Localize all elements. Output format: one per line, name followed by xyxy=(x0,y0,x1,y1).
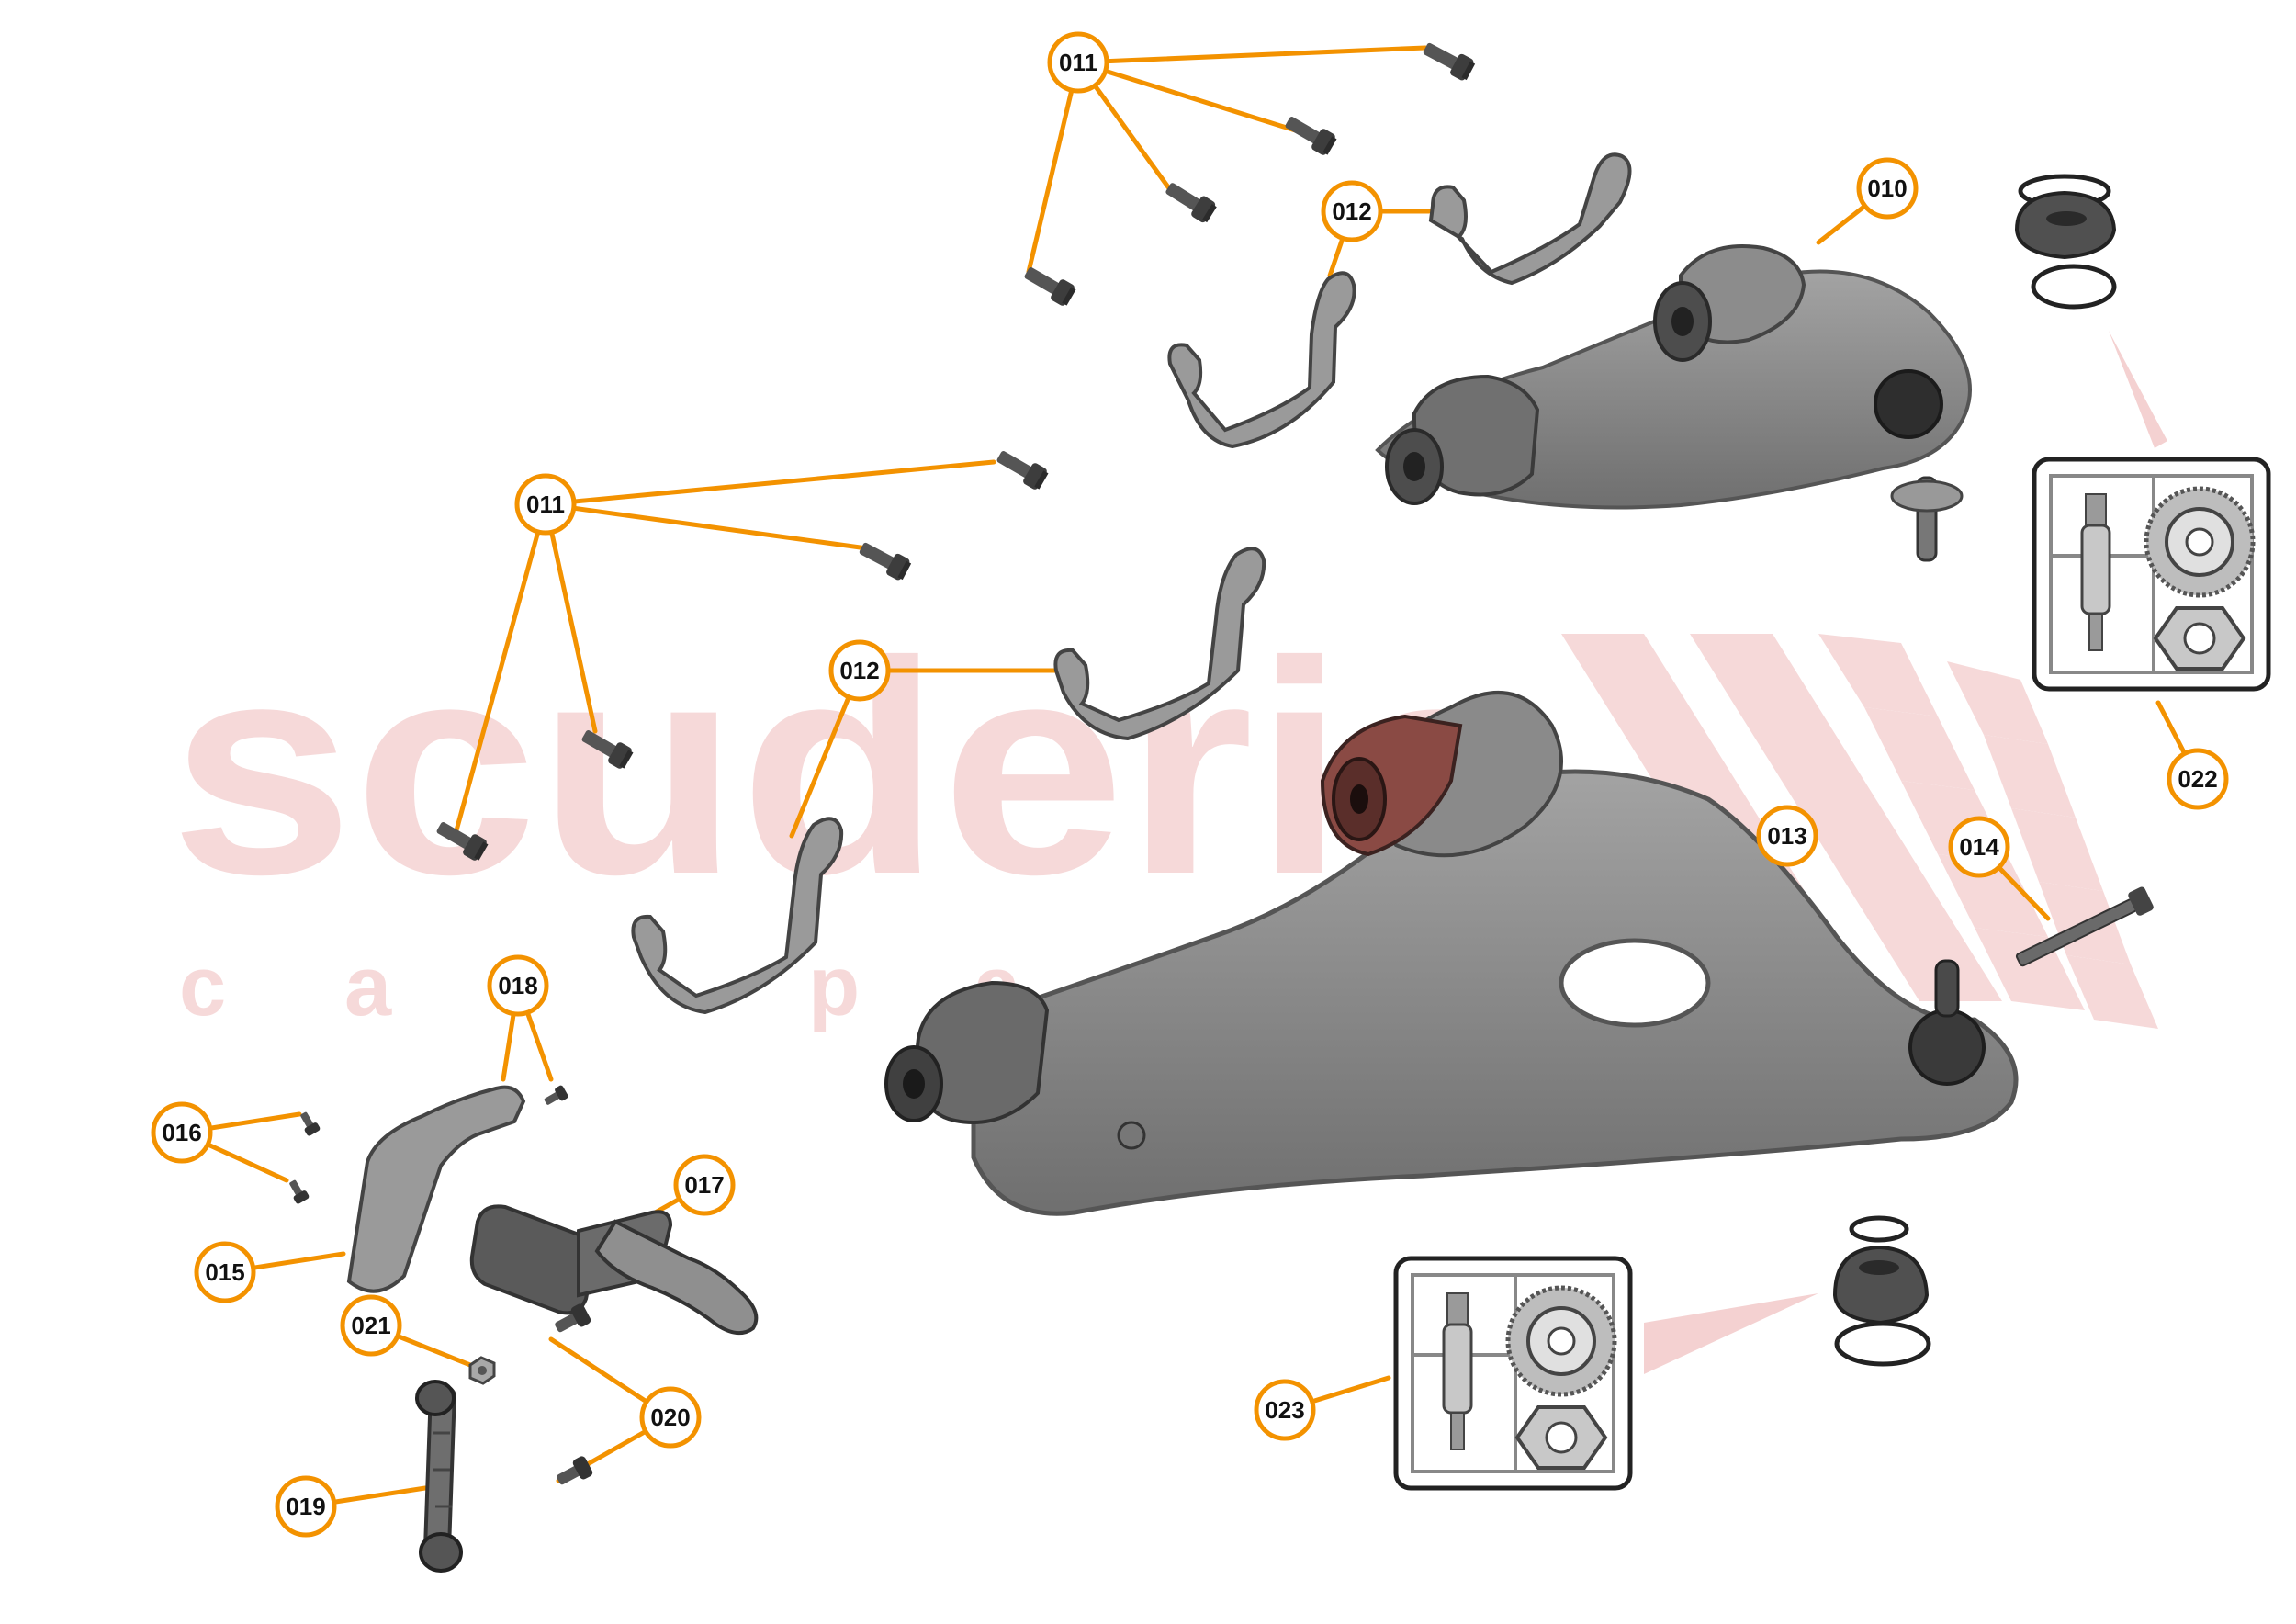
level-sensor-part xyxy=(469,1204,759,1336)
callout-label: 010 xyxy=(1867,175,1907,202)
callout-label: 019 xyxy=(286,1493,325,1520)
callout-014[interactable]: 014 xyxy=(1948,816,2010,878)
watermark-letter: c xyxy=(179,940,226,1033)
callout-022[interactable]: 022 xyxy=(2167,748,2229,810)
callout-label: 013 xyxy=(1767,822,1806,850)
callout-label: 020 xyxy=(650,1404,690,1431)
bolt-part xyxy=(1162,176,1219,225)
bracket-part xyxy=(631,817,844,1015)
callout-label: 021 xyxy=(351,1312,390,1339)
callout-012[interactable]: 012 xyxy=(828,639,891,702)
sensor-bracket-part xyxy=(346,1085,526,1293)
callout-label: 012 xyxy=(1332,197,1371,225)
parts xyxy=(286,37,2268,1573)
bolt-part xyxy=(286,1178,310,1205)
callout-label: 022 xyxy=(2178,765,2217,793)
bolt-part xyxy=(1281,110,1338,158)
callout-label: 016 xyxy=(162,1119,201,1146)
bolt-part xyxy=(553,1454,594,1491)
bracket-part xyxy=(1167,271,1356,449)
bolt-part xyxy=(993,445,1050,492)
dust-boot-part xyxy=(1644,1215,1931,1374)
repair-kit-icon xyxy=(1396,1258,1630,1488)
callout-010[interactable]: 010 xyxy=(1856,157,1919,220)
bolt-part xyxy=(855,536,913,582)
callout-011[interactable]: 011 xyxy=(1047,31,1109,94)
bolt-part xyxy=(1419,37,1477,83)
callout-label: 017 xyxy=(684,1171,724,1199)
callout-016[interactable]: 016 xyxy=(151,1101,213,1164)
watermark-letter: a xyxy=(344,940,392,1033)
callout-012[interactable]: 012 xyxy=(1321,180,1383,242)
callout-013[interactable]: 013 xyxy=(1756,805,1818,867)
callouts: 011 012 010 011 012 013 014 022 xyxy=(151,31,2229,1538)
callout-label: 015 xyxy=(205,1258,244,1286)
long-bolt-part xyxy=(2015,886,2154,967)
callout-020[interactable]: 020 xyxy=(639,1386,702,1449)
bracket-part xyxy=(1053,547,1266,741)
nut-part xyxy=(468,1356,496,1385)
callout-label: 014 xyxy=(1959,833,1999,861)
callout-017[interactable]: 017 xyxy=(673,1154,736,1216)
callout-011[interactable]: 011 xyxy=(514,473,577,536)
callout-015[interactable]: 015 xyxy=(194,1241,256,1303)
bolt-part xyxy=(1020,261,1077,309)
upper-control-arm-part xyxy=(1375,244,1972,562)
callout-label: 011 xyxy=(1059,49,1097,76)
lower-control-arm-part xyxy=(884,691,2019,1216)
watermark-letter: p xyxy=(808,940,860,1033)
callout-label: 023 xyxy=(1265,1396,1304,1424)
link-rod-part xyxy=(415,1380,463,1573)
callout-label: 011 xyxy=(526,491,565,518)
bracket-part xyxy=(1428,152,1632,286)
callout-021[interactable]: 021 xyxy=(340,1294,402,1357)
repair-kit-icon xyxy=(2034,459,2268,689)
dust-boot-part xyxy=(2014,174,2167,448)
callout-019[interactable]: 019 xyxy=(275,1475,337,1538)
callout-018[interactable]: 018 xyxy=(487,954,549,1017)
callout-label: 012 xyxy=(839,657,879,684)
callout-023[interactable]: 023 xyxy=(1254,1379,1316,1441)
callout-label: 018 xyxy=(498,972,537,999)
bolt-part xyxy=(542,1084,569,1109)
